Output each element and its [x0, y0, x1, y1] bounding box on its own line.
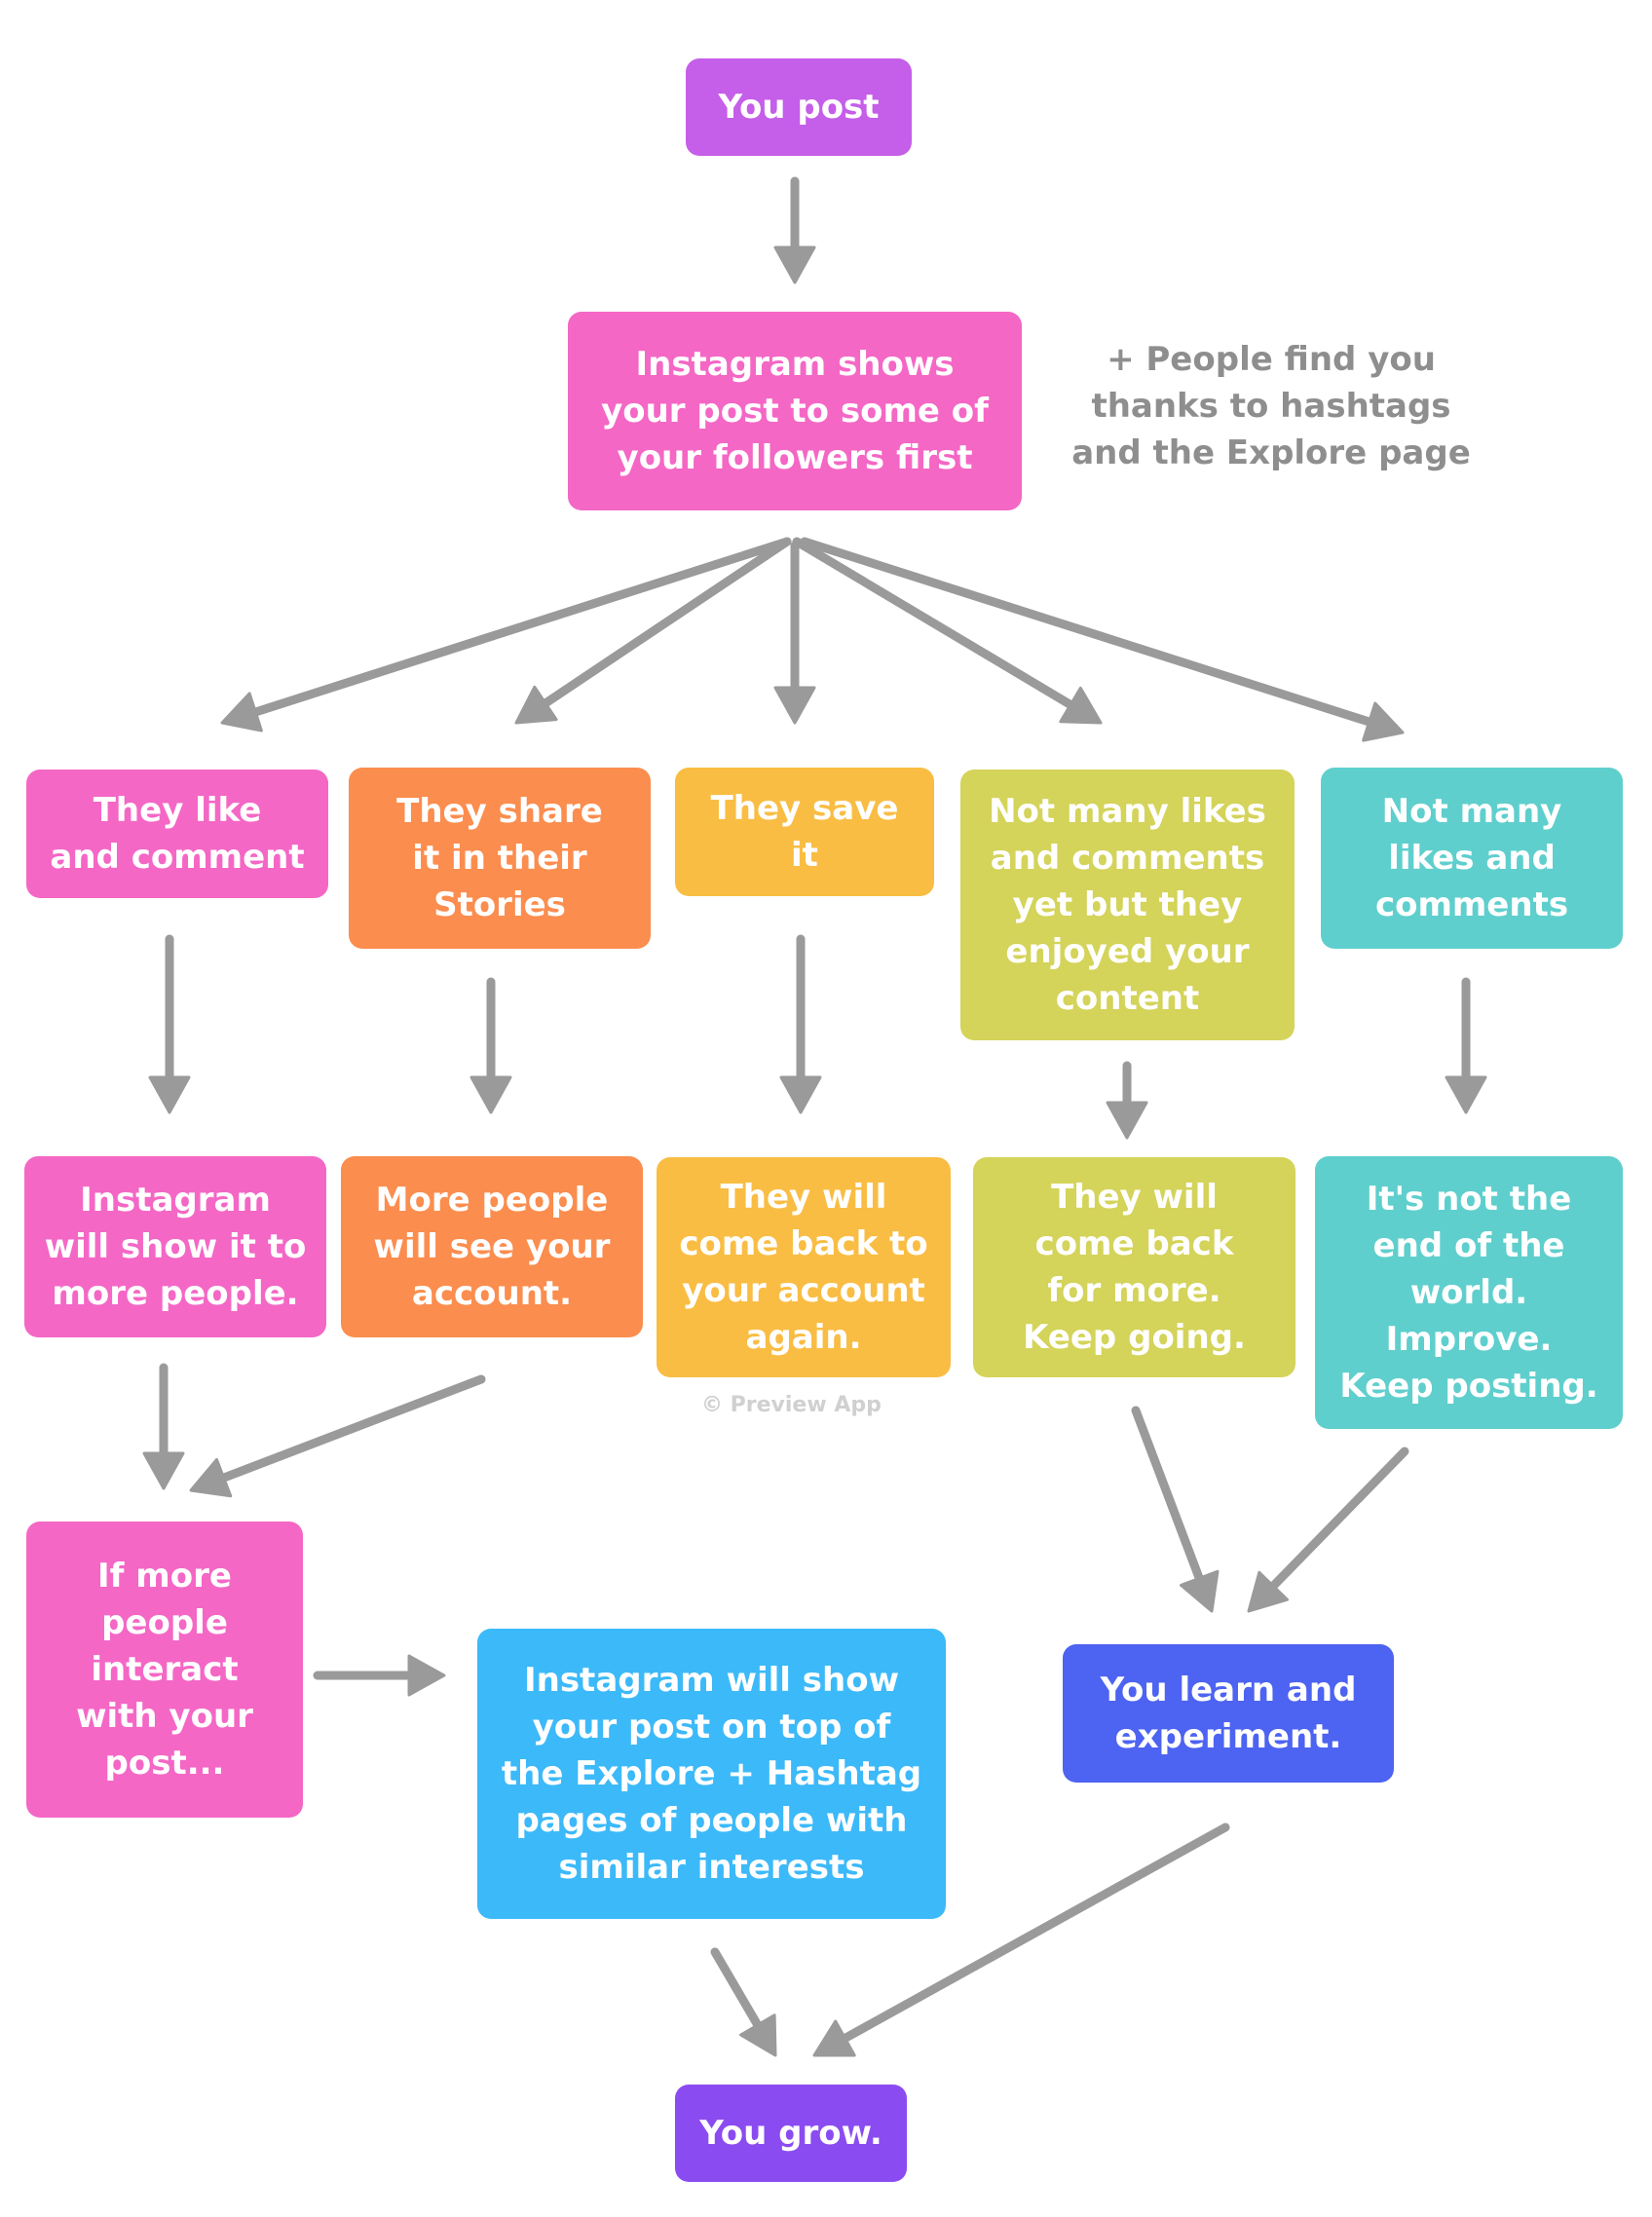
- arrow-share-to-see-account: [469, 977, 512, 1114]
- node-instagram-shows-followers: Instagram shows your post to some of you…: [568, 312, 1022, 510]
- node-you-post: You post: [686, 58, 912, 156]
- arrow-show-more-to-if-more: [142, 1363, 185, 1490]
- arrow-not-many-to-not-end: [1445, 977, 1487, 1114]
- arrow-save-to-come-back: [779, 934, 822, 1114]
- node-come-back-for-more: They will come back for more. Keep going…: [973, 1157, 1295, 1377]
- node-if-more-interact: If more people interact with your post..…: [26, 1522, 303, 1818]
- node-enjoyed-content: Not many likes and comments yet but they…: [960, 770, 1295, 1040]
- arrow-post-to-instagram: [773, 176, 816, 284]
- arrow-to-not-many: [800, 537, 1405, 742]
- node-not-end-of-world: It's not the end of the world. Improve. …: [1315, 1156, 1623, 1429]
- node-come-back-again: They will come back to your account agai…: [657, 1157, 951, 1377]
- node-share-in-stories: They share it in their Stories: [349, 768, 651, 949]
- watermark-preview-app: © Preview App: [701, 1393, 882, 1417]
- arrow-enjoyed-to-learn: [1131, 1406, 1220, 1613]
- node-like-and-comment: They like and comment: [26, 770, 328, 898]
- note-hashtags-explore: + People find you thanks to hashtags and…: [1071, 340, 1471, 472]
- arrow-to-like-comment: [220, 537, 792, 733]
- arrow-not-end-to-learn: [1247, 1447, 1409, 1613]
- node-not-many-likes: Not many likes and comments: [1321, 768, 1623, 949]
- arrow-to-save-it: [773, 541, 816, 725]
- arrow-like-to-show-more: [148, 934, 191, 1114]
- node-you-grow: You grow.: [675, 2085, 907, 2182]
- node-explore-hashtag: Instagram will show your post on top of …: [477, 1629, 946, 1919]
- node-show-to-more-people: Instagram will show it to more people.: [24, 1156, 326, 1337]
- arrow-to-enjoyed: [792, 537, 1103, 725]
- arrow-enjoyed-to-come-back-more: [1106, 1061, 1148, 1140]
- arrow-to-share-stories: [514, 537, 792, 725]
- node-save-it: They save it: [675, 768, 934, 896]
- arrow-learn-to-grow: [812, 1822, 1230, 2057]
- node-more-see-account: More people will see your account.: [341, 1156, 643, 1337]
- arrow-explore-to-grow: [710, 1947, 777, 2057]
- node-learn-experiment: You learn and experiment.: [1063, 1644, 1394, 1783]
- arrow-if-more-to-explore: [313, 1654, 446, 1697]
- arrow-see-account-to-if-more: [189, 1374, 486, 1498]
